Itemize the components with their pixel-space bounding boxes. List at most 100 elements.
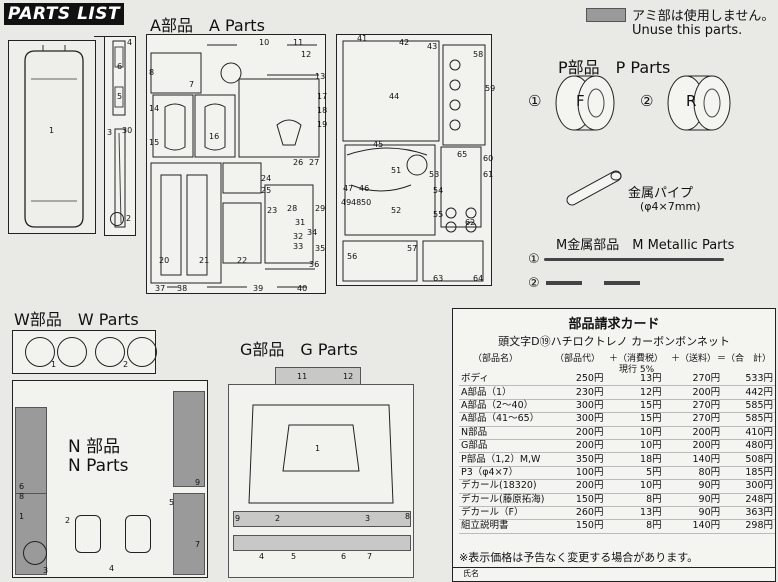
part-num-40: 40 bbox=[297, 284, 308, 293]
part-num-57: 57 bbox=[407, 244, 418, 253]
part-num-61: 61 bbox=[483, 170, 494, 179]
p-part-1-num: ① bbox=[528, 92, 542, 110]
col-price: （部品代） bbox=[555, 354, 601, 364]
n-shaded-left bbox=[15, 407, 47, 495]
col-total: ＝（合 計） bbox=[717, 354, 772, 364]
part-num-22: 22 bbox=[237, 256, 248, 265]
w-ring-4 bbox=[127, 337, 157, 367]
w-parts-frame: 1 2 bbox=[12, 330, 157, 374]
g-window-drawing bbox=[248, 404, 394, 504]
g-part-num-8: 8 bbox=[405, 512, 411, 521]
order-cell-ship: 90円 bbox=[698, 480, 721, 492]
part-num-35: 35 bbox=[315, 244, 326, 253]
part-num-26: 26 bbox=[293, 158, 304, 167]
order-cell-price: 150円 bbox=[575, 520, 604, 532]
g-part-num-5: 5 bbox=[291, 552, 297, 561]
order-cell-total: 363円 bbox=[745, 507, 773, 519]
w-ring-2 bbox=[57, 337, 87, 367]
order-cell-tax: 8円 bbox=[646, 493, 662, 505]
order-cell-name: ボディ bbox=[461, 373, 489, 385]
part-num-36: 36 bbox=[309, 260, 320, 269]
order-cell-ship: 90円 bbox=[698, 507, 721, 519]
body-part-frame: 1 bbox=[8, 40, 96, 234]
part-num-62: 62 bbox=[465, 218, 476, 227]
order-cell-ship: 140円 bbox=[692, 520, 721, 532]
part-num-12: 12 bbox=[301, 50, 312, 59]
order-cell-ship: 200円 bbox=[692, 386, 721, 398]
order-cell-ship: 80円 bbox=[698, 466, 721, 478]
part-num-59: 59 bbox=[485, 84, 496, 93]
m-part-1-num: ① bbox=[528, 252, 540, 267]
order-cell-ship: 270円 bbox=[692, 373, 721, 385]
part-num-53: 53 bbox=[429, 170, 440, 179]
name-field[interactable]: 氏名 bbox=[453, 567, 775, 581]
g-part-num-7: 7 bbox=[367, 552, 373, 561]
order-cell-name: A部品（41〜65） bbox=[461, 413, 540, 425]
order-cell-name: P部品（1,2）M,W bbox=[461, 453, 541, 465]
part-num-47: 47 bbox=[343, 184, 354, 193]
part-num-50: 50 bbox=[361, 198, 372, 207]
m-part-2-num: ② bbox=[528, 276, 540, 291]
n-shaded-br bbox=[173, 493, 205, 575]
order-cell-tax: 18円 bbox=[640, 453, 662, 465]
part-num-46: 46 bbox=[359, 184, 370, 193]
n-part-num-9: 9 bbox=[195, 478, 201, 487]
order-cell-tax: 13円 bbox=[640, 507, 662, 519]
part-num-29: 29 bbox=[315, 204, 326, 213]
order-cell-name: A部品（2〜40） bbox=[461, 399, 534, 411]
part-num-11: 11 bbox=[293, 38, 304, 47]
part-num-58: 58 bbox=[473, 50, 484, 59]
part-2-ring bbox=[110, 212, 124, 226]
order-cell-tax: 10円 bbox=[640, 426, 662, 438]
order-cell-name: A部品（1） bbox=[461, 386, 512, 398]
order-cell-name: G部品 bbox=[461, 440, 488, 452]
order-cell-name: デカール(18320) bbox=[461, 480, 537, 492]
part-num-7: 7 bbox=[189, 80, 195, 89]
metal-shaft-long bbox=[544, 258, 724, 261]
g-window-strip-1 bbox=[233, 511, 411, 527]
part-num-54: 54 bbox=[433, 186, 444, 195]
metal-screw-2 bbox=[604, 281, 640, 285]
n-seat-1 bbox=[75, 515, 101, 553]
order-cell-tax: 10円 bbox=[640, 440, 662, 452]
order-cell-total: 442円 bbox=[745, 386, 773, 398]
order-cell-price: 350円 bbox=[575, 453, 604, 465]
part-num-6: 6 bbox=[117, 62, 123, 71]
g-part-num-1: 1 bbox=[315, 444, 321, 453]
part-num-65: 65 bbox=[457, 150, 468, 159]
w-ring-1 bbox=[25, 337, 55, 367]
order-cell-ship: 270円 bbox=[692, 399, 721, 411]
order-cell-total: 248円 bbox=[745, 493, 773, 505]
part-num-41: 41 bbox=[357, 34, 368, 43]
col-tax: ＋（消費税） bbox=[609, 354, 664, 364]
tire-front-label: F bbox=[576, 92, 585, 110]
col-tax-note: 現行 5% bbox=[619, 365, 655, 375]
m-parts-title: M金属部品 M Metallic Parts bbox=[556, 238, 735, 253]
metal-pipe-drawing bbox=[566, 168, 626, 208]
part-num-5: 5 bbox=[117, 92, 123, 101]
order-cell-tax: 10円 bbox=[640, 480, 662, 492]
part-num-18: 18 bbox=[317, 106, 328, 115]
a-parts-title: A部品 A Parts bbox=[150, 16, 265, 35]
g-part-num-9: 9 bbox=[235, 514, 241, 523]
part-num-14: 14 bbox=[149, 104, 160, 113]
part-num-body: 1 bbox=[49, 126, 55, 135]
g-part-num-6: 6 bbox=[341, 552, 347, 561]
g-part-num-3: 3 bbox=[365, 514, 371, 523]
n-parts-title-jp: N 部品 bbox=[68, 437, 121, 457]
a-parts-41-65-drawing bbox=[342, 40, 486, 282]
p-part-2-num: ② bbox=[640, 92, 654, 110]
order-cell-tax: 13円 bbox=[640, 373, 662, 385]
order-card-title: 部品請求カード bbox=[568, 317, 660, 332]
part-num-23: 23 bbox=[267, 206, 278, 215]
part-num-16: 16 bbox=[209, 132, 220, 141]
